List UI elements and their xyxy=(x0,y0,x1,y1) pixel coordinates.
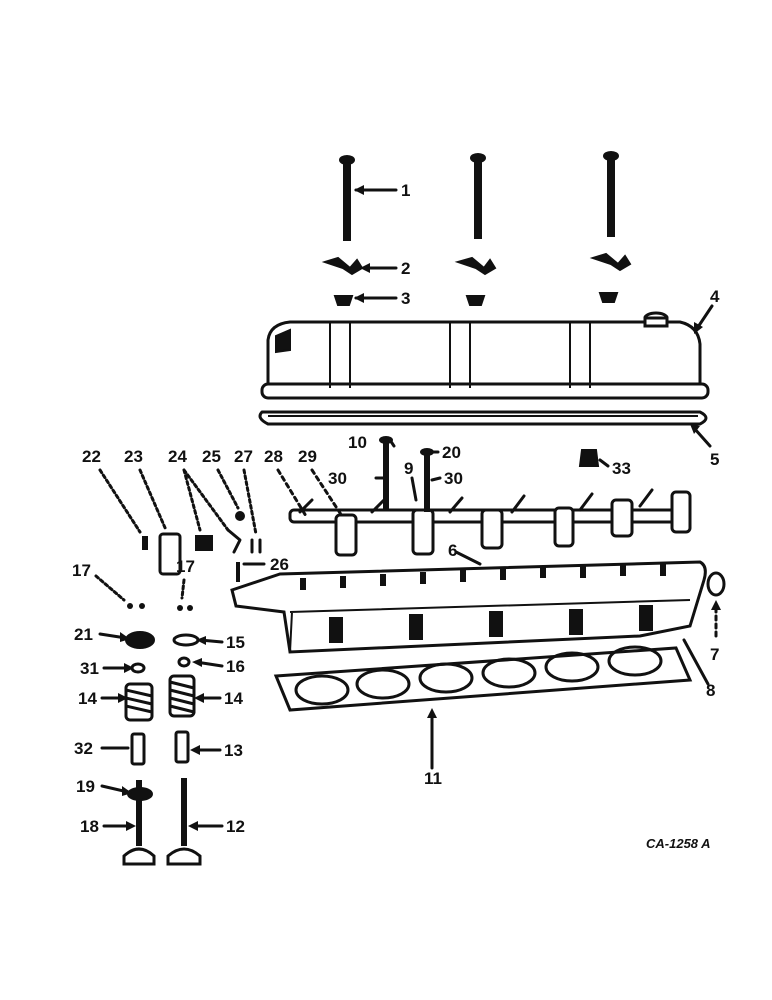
callout-13: 13 xyxy=(224,741,243,760)
screw-25 xyxy=(235,511,245,521)
cylinder-head-studs xyxy=(300,564,666,590)
guide-32 xyxy=(130,732,146,766)
callout-18: 18 xyxy=(80,817,99,836)
callout-14-right: 14 xyxy=(224,689,243,708)
callout-12: 12 xyxy=(226,817,245,836)
callout-4: 4 xyxy=(710,287,720,306)
pin-22 xyxy=(142,536,148,550)
callout-19: 19 xyxy=(76,777,95,796)
callout-31: 31 xyxy=(80,659,99,678)
clips xyxy=(321,252,632,276)
callout-9: 9 xyxy=(404,459,413,478)
cylinder-head-ports xyxy=(329,605,653,643)
sleeve-23 xyxy=(158,532,182,576)
plug xyxy=(706,571,726,597)
valve-18 xyxy=(122,780,156,866)
callout-14-left: 14 xyxy=(78,689,97,708)
callout-27: 27 xyxy=(234,447,253,466)
valve-12 xyxy=(166,778,202,866)
callout-21: 21 xyxy=(74,625,93,644)
spring-27 xyxy=(250,538,262,554)
callout-17-left: 17 xyxy=(72,561,91,580)
callout-26: 26 xyxy=(270,555,289,574)
spring-14-right xyxy=(168,674,196,718)
callout-20: 20 xyxy=(442,443,461,462)
callout-16: 16 xyxy=(226,657,245,676)
rocker-shaft-assembly xyxy=(288,436,692,557)
cap-21 xyxy=(125,631,155,649)
callout-30-right: 30 xyxy=(444,469,463,488)
cover-bolt-3 xyxy=(603,151,619,237)
callout-7: 7 xyxy=(710,645,719,664)
callout-6: 6 xyxy=(448,541,457,560)
callout-2: 2 xyxy=(401,259,410,278)
callout-22: 22 xyxy=(82,447,101,466)
callout-23: 23 xyxy=(124,447,143,466)
callout-1: 1 xyxy=(401,181,410,200)
head-gasket xyxy=(273,645,693,712)
callout-28: 28 xyxy=(264,447,283,466)
callout-30-left: 30 xyxy=(328,469,347,488)
callout-10: 10 xyxy=(348,433,367,452)
valve-train-parts xyxy=(122,511,262,866)
cover-bolt-2 xyxy=(470,153,486,239)
callout-5: 5 xyxy=(710,450,719,469)
rocker-24 xyxy=(195,535,213,551)
cover-gasket xyxy=(258,410,708,426)
callout-25: 25 xyxy=(202,447,221,466)
grommets xyxy=(333,292,619,306)
retainer-15 xyxy=(172,633,200,647)
callout-15: 15 xyxy=(226,633,245,652)
figure-code: CA-1258 A xyxy=(646,836,711,851)
spring-14-left xyxy=(124,682,154,722)
callout-11: 11 xyxy=(424,769,442,788)
nut xyxy=(578,449,600,467)
callout-29: 29 xyxy=(298,447,317,466)
callout-17-right: 17 xyxy=(176,557,195,576)
cover-bolt-1 xyxy=(339,155,355,241)
cylinder-head xyxy=(230,560,707,654)
leader-lines xyxy=(94,185,721,831)
guide-13 xyxy=(174,730,190,764)
cover-bolts xyxy=(339,151,619,241)
callout-32: 32 xyxy=(74,739,93,758)
pin-26 xyxy=(236,562,240,582)
callout-24: 24 xyxy=(168,447,187,466)
callout-labels: 1 2 3 4 5 6 7 8 9 10 11 12 13 14 14 15 1… xyxy=(72,181,720,836)
callout-33: 33 xyxy=(612,459,631,478)
callout-3: 3 xyxy=(401,289,410,308)
seal-16 xyxy=(177,656,191,668)
valve-cover xyxy=(260,311,710,400)
callout-8: 8 xyxy=(706,681,715,700)
